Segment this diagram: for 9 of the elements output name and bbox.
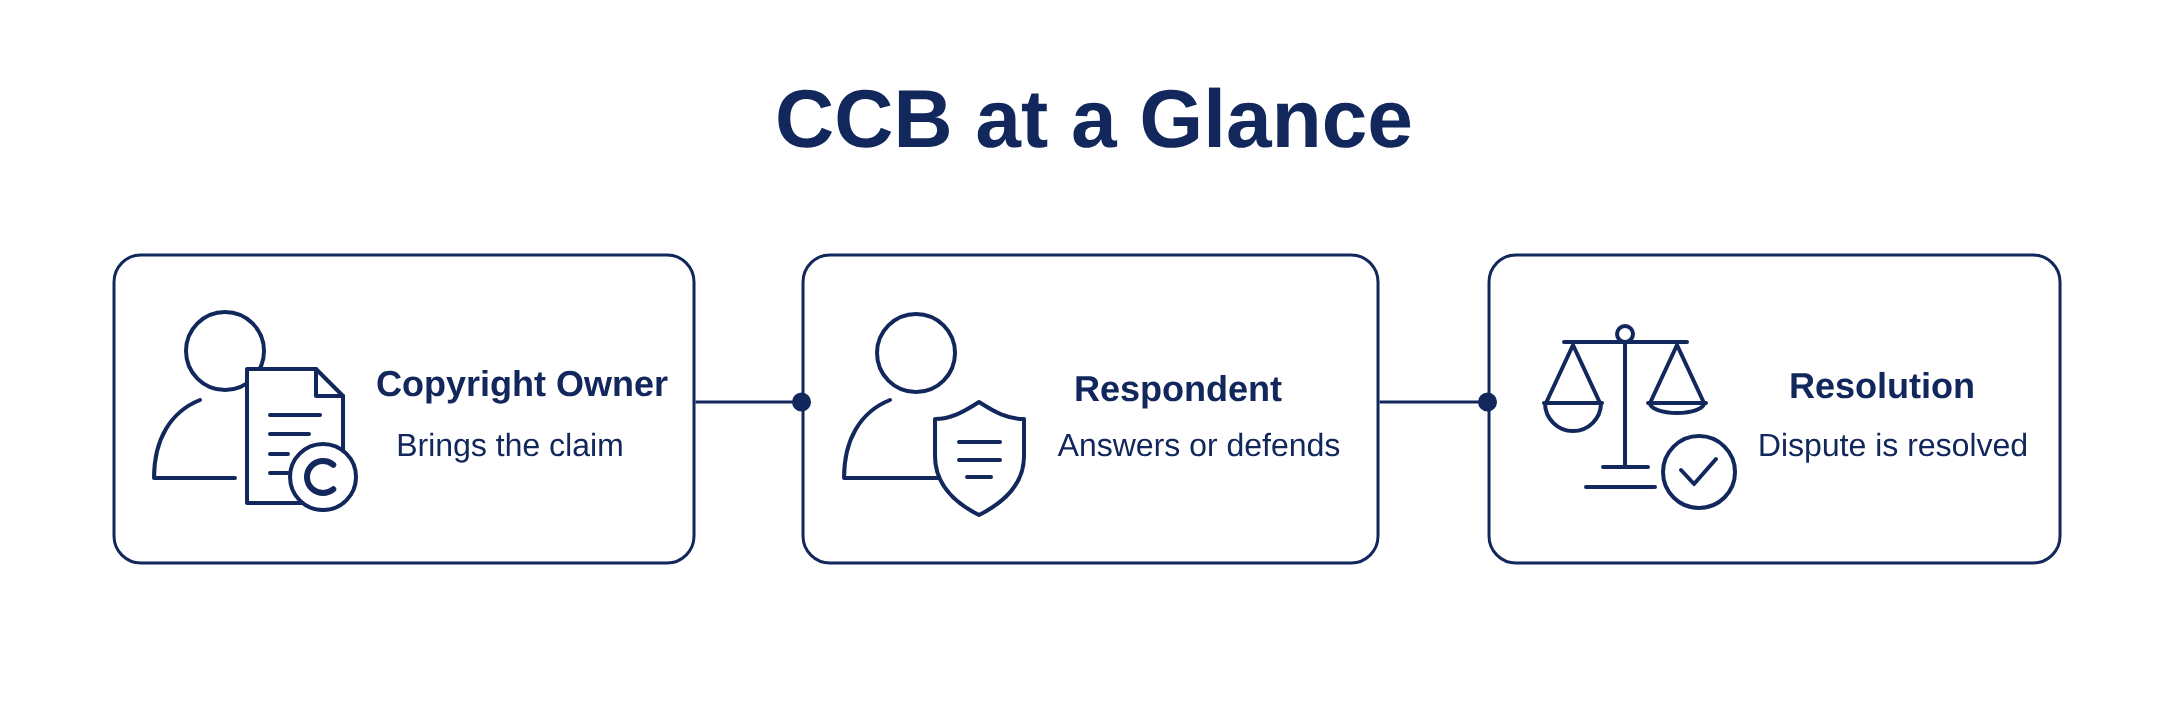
box-heading: Respondent — [1076, 374, 1282, 409]
box-description: Answers or defends — [1057, 432, 1340, 457]
box-description: Dispute is resolved — [1760, 432, 2027, 463]
box-heading: Copyright Owner — [377, 369, 668, 404]
connector — [1379, 392, 1497, 412]
box-heading: Resolution — [1791, 371, 1973, 399]
connector — [695, 392, 811, 412]
title: CCB at a Glance — [778, 87, 1411, 148]
box-description: Brings the claim — [398, 432, 622, 463]
